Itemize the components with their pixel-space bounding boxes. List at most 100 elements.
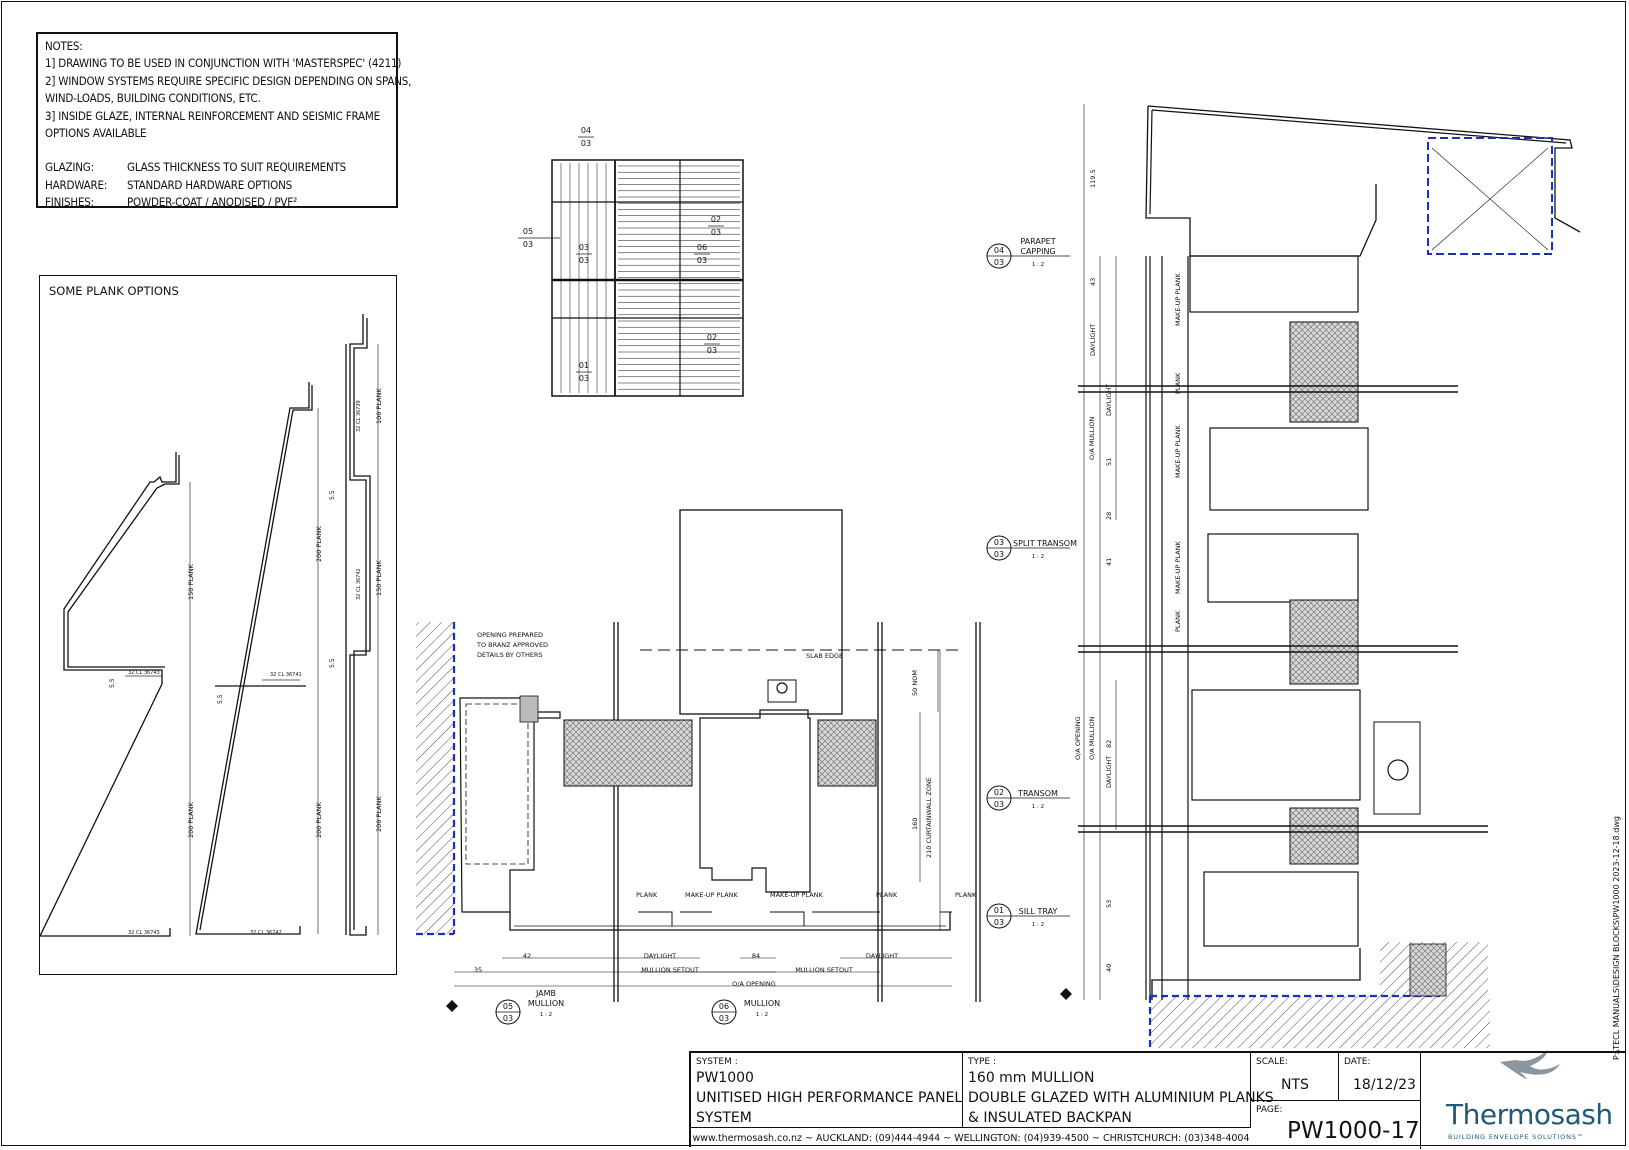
callout-name: CAPPING xyxy=(1020,247,1055,256)
type-line: DOUBLE GLAZED WITH ALUMINIUM PLANKS xyxy=(968,1090,1274,1106)
insulation xyxy=(1289,807,1359,865)
dim-label: 32 CL 36742 xyxy=(250,930,282,936)
plank-label: MAKE-UP PLANK xyxy=(1174,424,1182,478)
page-cell: PAGE: PW1000-17 xyxy=(1251,1101,1421,1149)
vertical-section-text: 119.5 43 DAYLIGHT DAYLIGHT 51 28 41 82 D… xyxy=(1074,169,1182,972)
tag-top: 02 xyxy=(711,215,721,224)
dim-label: 160 xyxy=(911,818,919,830)
plank-label: PLANK xyxy=(955,891,977,899)
tag-bottom: 03 xyxy=(711,228,721,237)
spec-value: POWDER-COAT / ANODISED / PVF² xyxy=(127,195,298,210)
contact-footer: www.thermosash.co.nz ~ AUCKLAND: (09)444… xyxy=(691,1127,1251,1150)
spec-row-finishes: FINISHES:POWDER-COAT / ANODISED / PVF² xyxy=(45,194,389,211)
dim-label: 5.5 xyxy=(329,658,336,668)
plan-section-callouts: 05 03 JAMB MULLION 1 : 2 06 03 MULLION 1… xyxy=(495,989,780,1025)
callout-bottom: 03 xyxy=(503,1014,513,1023)
tag-top: 02 xyxy=(707,333,717,342)
insulation xyxy=(817,719,877,787)
callout-bottom: 03 xyxy=(994,918,1004,927)
frame-box xyxy=(1203,871,1359,947)
plank-options-title: SOME PLANK OPTIONS xyxy=(49,284,179,298)
tag-bottom: 03 xyxy=(707,346,717,355)
note-line: WIND-LOADS, BUILDING CONDITIONS, ETC. xyxy=(45,91,261,106)
insulation xyxy=(1289,321,1359,423)
plank-profile-1 xyxy=(38,452,177,937)
type-cell: TYPE : 160 mm MULLION DOUBLE GLAZED WITH… xyxy=(963,1053,1274,1127)
dim-label: MULLION SETOUT xyxy=(641,966,699,974)
plank-labels: 150 PLANK 200 PLANK 200 PLANK 200 PLANK … xyxy=(109,388,383,936)
callout-name: MULLION xyxy=(528,999,564,1008)
date-value: 18/12/23 xyxy=(1353,1077,1416,1093)
tag-bottom: 03 xyxy=(579,374,589,383)
dim-label: 84 xyxy=(752,952,760,960)
plank-vertical-lines xyxy=(560,163,607,393)
tag-top: 05 xyxy=(523,227,533,236)
tag-bottom: 03 xyxy=(579,256,589,265)
file-path: P:\TECL MANUALS\DESIGN BLOCKS\PW1000 202… xyxy=(1612,816,1621,1060)
callout-top: 03 xyxy=(994,538,1004,547)
elevation-key xyxy=(551,159,744,397)
plank-label: MAKE-UP PLANK xyxy=(1174,272,1182,326)
plank-dimension-lines xyxy=(125,344,379,936)
callout-top: 05 xyxy=(503,1002,513,1011)
plank-label: MAKE-UP PLANK xyxy=(770,891,824,899)
jamb-mullion xyxy=(459,697,561,913)
dim-label: 150 PLANK xyxy=(187,564,195,600)
plank-profiles xyxy=(38,314,371,937)
plank-label: MAKE-UP PLANK xyxy=(685,891,739,899)
dim-label: 28 xyxy=(1105,512,1113,520)
plank-label: PLANK xyxy=(636,891,658,899)
system-line: PW1000 xyxy=(696,1070,754,1086)
note-line: OPTIONS AVAILABLE xyxy=(45,126,147,141)
callout-bottom: 03 xyxy=(994,800,1004,809)
date-label: DATE: xyxy=(1344,1057,1371,1067)
callout-bottom: 03 xyxy=(994,550,1004,559)
spec-value: STANDARD HARDWARE OPTIONS xyxy=(127,177,292,192)
dim-label: DAYLIGHT xyxy=(1089,324,1097,356)
page-value: PW1000-17 xyxy=(1287,1118,1420,1144)
callout-bottom: 03 xyxy=(994,258,1004,267)
plank-profile-3 xyxy=(349,314,367,936)
callout-scale: 1 : 2 xyxy=(1032,922,1044,928)
elevation-key-tags: 04 03 05 03 03 03 06 03 02 03 02 03 01 0… xyxy=(518,126,724,383)
tag-top: 03 xyxy=(579,243,589,252)
tag-bottom: 03 xyxy=(581,139,591,148)
tag-bottom: 03 xyxy=(697,256,707,265)
callout-scale: 1 : 2 xyxy=(1032,554,1044,560)
dim-label: O/A MULLION xyxy=(1088,417,1096,460)
note-line: OPENING PREPARED xyxy=(477,631,543,639)
dim-label: O/A OPENING xyxy=(732,980,776,988)
system-label: SYSTEM : xyxy=(696,1057,738,1067)
logo-tagline: BUILDING ENVELOPE SOLUTIONS™ xyxy=(1448,1133,1584,1141)
dim-label: 32 CL 36739 xyxy=(356,400,362,432)
insulation xyxy=(1289,599,1359,685)
dim-label: 40 xyxy=(1105,964,1113,972)
dim-label: DAYLIGHT xyxy=(1105,384,1113,416)
spec-row-glazing: GLAZING:GLASS THICKNESS TO SUIT REQUIREM… xyxy=(45,159,389,176)
parapet-capping xyxy=(1145,105,1581,233)
dim-label: 150 PLANK xyxy=(375,560,383,596)
dim-label: 51 xyxy=(1105,458,1113,466)
dim-label: 82 xyxy=(1105,740,1113,748)
dim-label: 32 CL 36741 xyxy=(270,672,302,678)
note-line: TO BRANZ APPROVED xyxy=(476,641,548,649)
tag-bottom: 03 xyxy=(523,240,533,249)
dim-label: O/A MULLION xyxy=(1088,717,1096,760)
dim-label: 119.5 xyxy=(1089,169,1097,188)
vertical-section-callouts: 04 03 PARAPET CAPPING 1 : 2 03 03 SPLIT … xyxy=(986,237,1077,929)
callout-top: 02 xyxy=(994,788,1004,797)
tag-top: 06 xyxy=(697,243,707,252)
slab-edge-label: SLAB EDGE xyxy=(806,652,843,660)
scale-cell: SCALE: NTS xyxy=(1251,1053,1339,1101)
plan-section-text: OPENING PREPARED TO BRANZ APPROVED DETAI… xyxy=(474,631,977,988)
scale-value: NTS xyxy=(1281,1077,1309,1093)
callout-name: MULLION xyxy=(744,999,780,1008)
callout-top: 04 xyxy=(994,246,1004,255)
dim-label: 43 xyxy=(1089,278,1097,286)
system-line: UNITISED HIGH PERFORMANCE PANEL xyxy=(696,1090,963,1106)
thermosash-logo-text: Thermosash xyxy=(1446,1098,1613,1131)
floor-hatch xyxy=(1150,996,1490,1048)
type-line: 160 mm MULLION xyxy=(968,1070,1095,1086)
plank-label: PLANK xyxy=(1174,610,1182,632)
